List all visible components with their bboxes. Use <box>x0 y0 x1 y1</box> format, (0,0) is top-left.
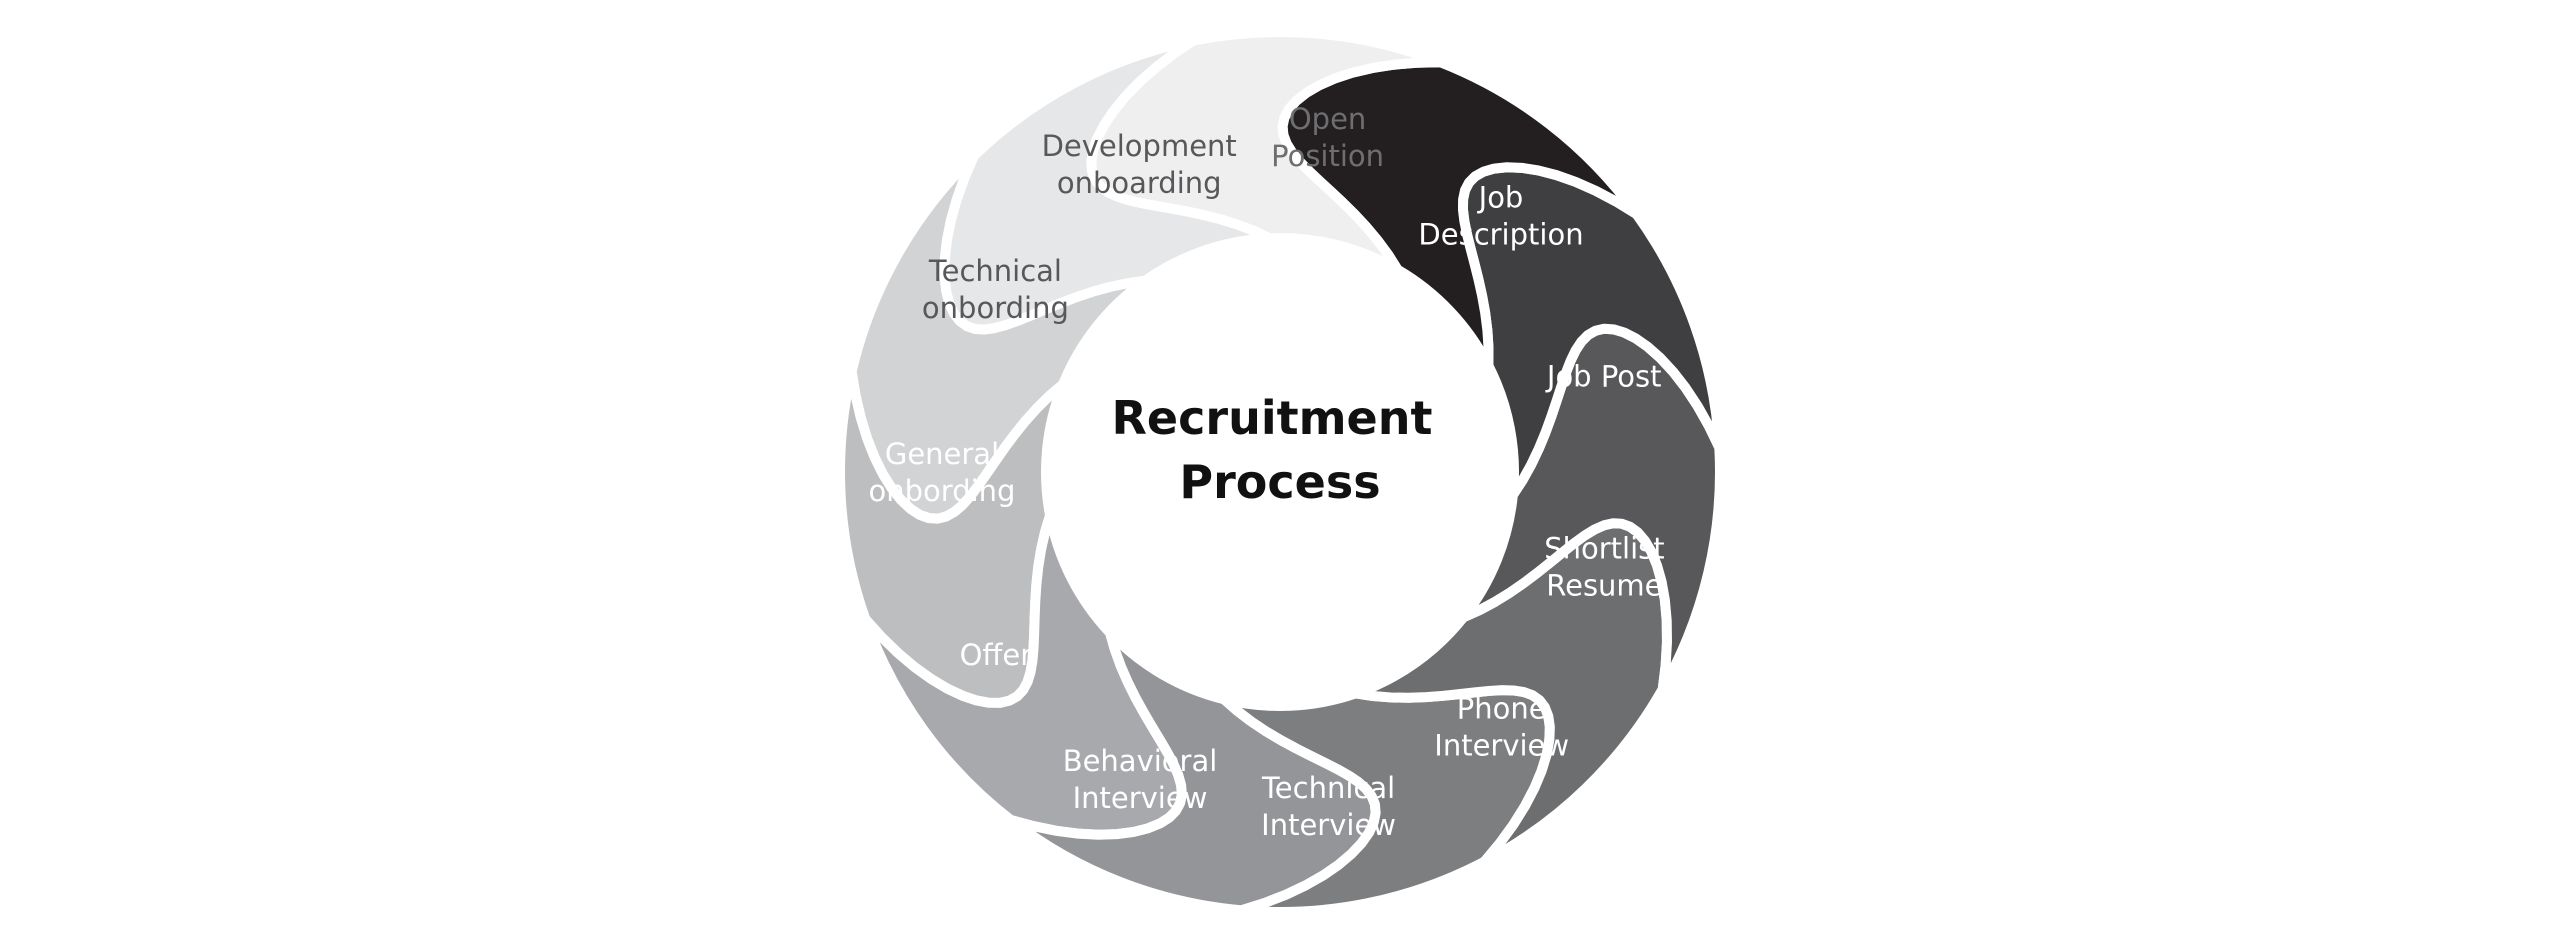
segment-label-line: Behavioral <box>1063 744 1218 778</box>
segment-label-line: onboarding <box>1057 166 1222 200</box>
segment-label-line: Shortlist <box>1544 531 1664 565</box>
segment-label-line: Interview <box>1261 808 1396 842</box>
segment-label-line: Interview <box>1434 729 1569 763</box>
segment-label-line: Job Post <box>1545 359 1662 393</box>
segment-label-line: onbording <box>869 474 1016 508</box>
segment-1 <box>1086 27 1446 275</box>
center-title: Recruitment Process <box>1112 391 1449 509</box>
cycle-segments <box>835 27 1725 917</box>
segment-label-line: Job <box>1477 181 1524 215</box>
segment-label-line: Resume <box>1546 568 1662 602</box>
segment-label-line: Description <box>1418 218 1583 252</box>
segment-label-line: Interview <box>1073 781 1208 815</box>
center-title-line-2: Process <box>1179 455 1380 509</box>
segment-label-3: Job Post <box>1545 359 1662 393</box>
segment-label-8: Offer <box>960 638 1033 672</box>
segment-label-line: onbording <box>922 291 1069 325</box>
segment-label-line: Technical <box>1261 771 1395 805</box>
segment-label-line: Development <box>1042 129 1237 163</box>
segment-label-line: Technical <box>928 254 1062 288</box>
segment-label-line: Position <box>1271 139 1384 173</box>
center-title-line-1: Recruitment <box>1112 391 1433 445</box>
segment-label-line: General <box>885 437 999 471</box>
segment-label-line: Offer <box>960 638 1033 672</box>
segment-label-line: Open <box>1289 102 1366 136</box>
segment-label-line: Phone <box>1457 692 1547 726</box>
center-hub <box>1052 244 1508 700</box>
